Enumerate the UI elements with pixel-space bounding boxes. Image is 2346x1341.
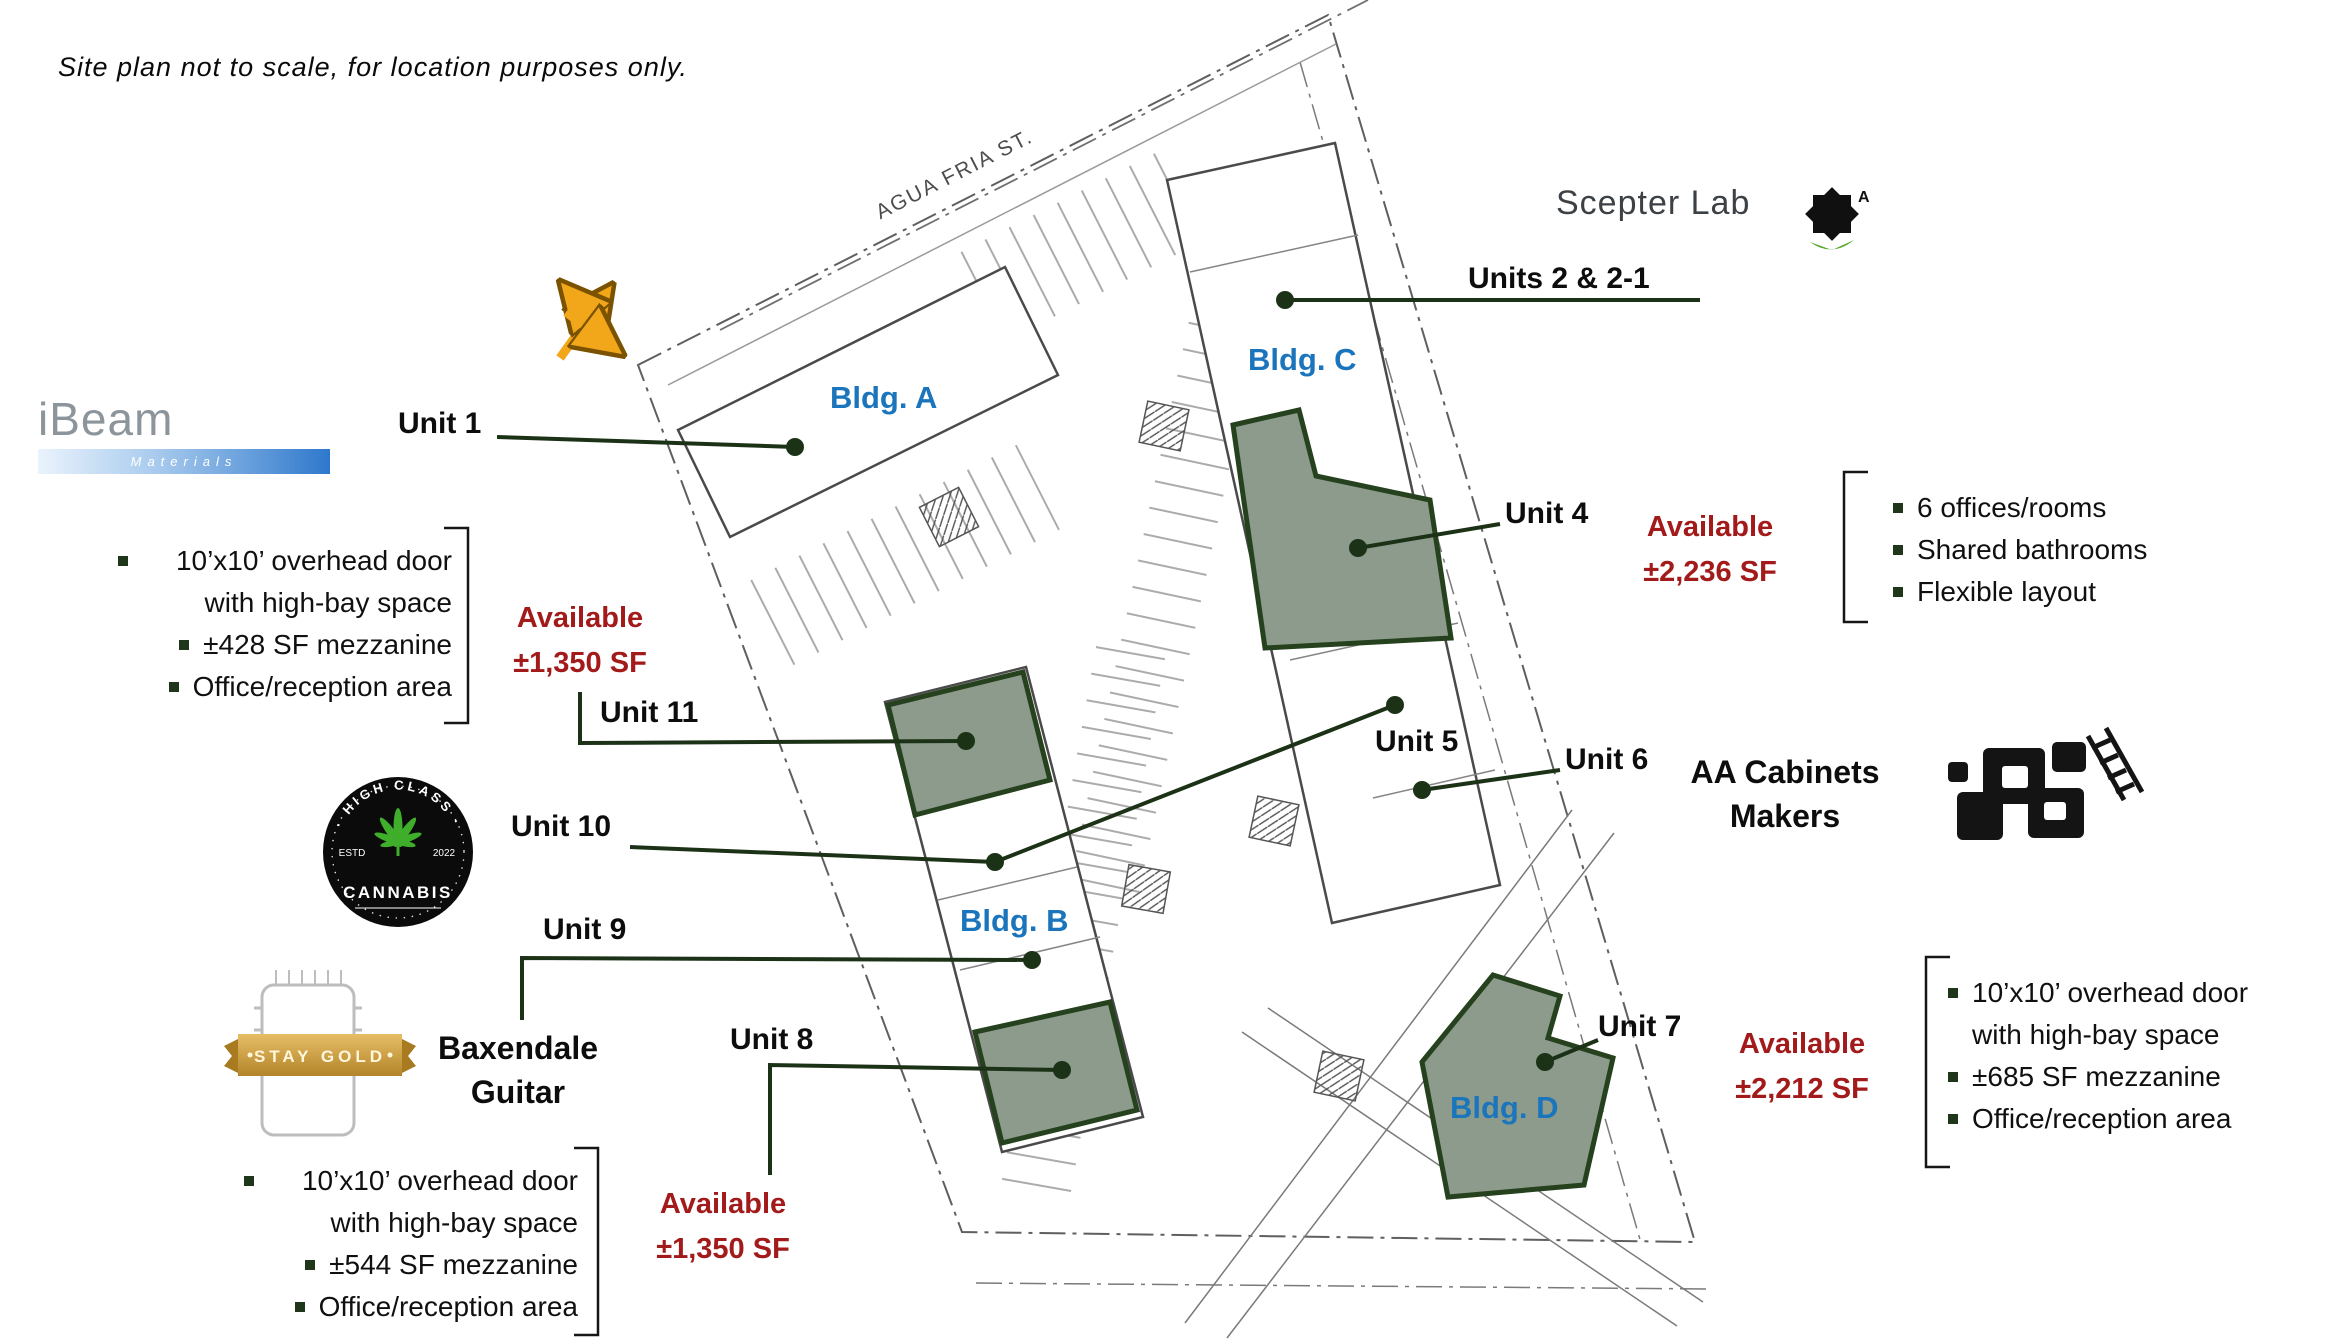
orange-arrows-icon <box>560 298 620 361</box>
leader-unit-9 <box>520 955 1033 1020</box>
cannabis-leaf-icon <box>374 808 422 856</box>
units-2-label: Units 2 & 2-1 <box>1468 262 1650 295</box>
leader-unit-4 <box>1357 522 1501 550</box>
feature-item: 10’x10’ overhead door with high-bay spac… <box>1948 972 2308 1056</box>
feature-item: 10’x10’ overhead door with high-bay spac… <box>92 540 452 624</box>
building-a-label: Bldg. A <box>830 380 938 415</box>
unit-9-label: Unit 9 <box>543 913 627 946</box>
scepter-a-letter: A <box>1858 189 1870 206</box>
building-a-outline <box>676 265 1060 539</box>
unit-8-features: 10’x10’ overhead door with high-bay spac… <box>218 1160 578 1328</box>
availability-unit-11: Available±1,350 SF <box>513 602 647 679</box>
feature-item: Office/reception area <box>1948 1098 2308 1140</box>
bracket-unit-7-list <box>1924 955 1950 1169</box>
unit-5-label: Unit 5 <box>1375 725 1459 758</box>
bullet-icon <box>1948 1114 1958 1124</box>
availability-unit-4: Available±2,236 SF <box>1643 511 1777 588</box>
leader-dots <box>786 291 1554 1079</box>
ibeam-name: iBeam <box>38 393 174 445</box>
guitar-strings <box>275 970 342 986</box>
bullet-icon <box>1893 503 1903 513</box>
bullet-icon <box>1893 587 1903 597</box>
unit-1-label: Unit 1 <box>398 407 482 440</box>
ibeam-logo: iBeam Materials <box>38 392 330 474</box>
scepter-lab-icon: A <box>1805 187 1870 250</box>
feature-item: ±544 SF mezzanine <box>218 1244 578 1286</box>
leader-unit-6 <box>1421 768 1561 792</box>
leader-unit-11 <box>578 692 967 746</box>
leader-unit-1 <box>496 435 796 449</box>
interior-unit-lines <box>937 234 1496 971</box>
feature-item: 6 offices/rooms <box>1893 487 2293 529</box>
cannabis-estd: ESTD <box>339 848 366 859</box>
bullet-icon <box>168 682 179 692</box>
unit-4-shaded <box>1230 407 1454 651</box>
ibeam-bar: Materials <box>38 449 330 474</box>
stay-gold-logo: STAY GOLD <box>224 970 416 1137</box>
building-c-label: Bldg. C <box>1248 342 1357 377</box>
feature-item: ±428 SF mezzanine <box>92 624 452 666</box>
bullet-icon <box>1893 545 1903 555</box>
bracket-unit-4-list <box>1842 470 1868 624</box>
bullet-icon <box>179 640 190 650</box>
unit-4-label: Unit 4 <box>1505 497 1589 530</box>
cannabis-year: 2022 <box>433 848 456 859</box>
ibeam-sub: Materials <box>130 454 238 469</box>
building-b-label: Bldg. B <box>960 903 1069 938</box>
stay-gold-banner-text: STAY GOLD <box>254 1047 386 1066</box>
feature-item: Flexible layout <box>1893 571 2293 613</box>
leader-unit-8 <box>768 1062 1063 1175</box>
bullet-icon <box>244 1176 254 1186</box>
availability-unit-7: Available±2,212 SF <box>1735 1028 1869 1105</box>
unit-11-features: 10’x10’ overhead door with high-bay spac… <box>92 540 452 708</box>
cannabis-name: CANNABIS <box>343 883 453 902</box>
scepter-lab-name: Scepter Lab <box>1556 184 1751 222</box>
leader-unit-10 <box>629 845 996 864</box>
building-d-label: Bldg. D <box>1450 1090 1559 1125</box>
leader-unit-7 <box>1544 1038 1599 1064</box>
ladder-icon <box>2085 726 2145 802</box>
bullet-icon <box>294 1302 305 1312</box>
unit-11-label: Unit 11 <box>600 696 699 729</box>
leader-lines <box>496 298 1700 1175</box>
unit-7-label: Unit 7 <box>1598 1010 1682 1043</box>
feature-item: 10’x10’ overhead door with high-bay spac… <box>218 1160 578 1244</box>
unit-8-label: Unit 8 <box>730 1023 814 1056</box>
cannabis-logo: · HIGH CLASS · ESTD 2022 CANNABIS <box>323 777 473 927</box>
bullet-icon <box>1948 988 1958 998</box>
aa-cabinets-icon <box>1948 726 2145 840</box>
list-brackets <box>444 470 1950 1337</box>
feature-item: Office/reception area <box>92 666 452 708</box>
disclaimer-note: Site plan not to scale, for location pur… <box>58 52 688 82</box>
unit-6-label: Unit 6 <box>1565 743 1649 776</box>
bracket-unit-8-list <box>574 1146 600 1337</box>
feature-item: ±685 SF mezzanine <box>1948 1056 2308 1098</box>
bullet-icon <box>305 1260 316 1270</box>
availability-unit-8: Available±1,350 SF <box>656 1188 790 1265</box>
leader-unit-5 <box>994 703 1396 864</box>
unit-10-label: Unit 10 <box>511 810 612 843</box>
unit-7-features: 10’x10’ overhead door with high-bay spac… <box>1948 972 2308 1140</box>
bracket-unit-11-list <box>444 526 470 725</box>
bullet-icon <box>1948 1072 1958 1082</box>
feature-item: Office/reception area <box>218 1286 578 1328</box>
hatched-squares <box>918 400 1365 1102</box>
building-d-shaded <box>1419 972 1616 1200</box>
feature-item: Shared bathrooms <box>1893 529 2293 571</box>
unit-4-features: 6 offices/rooms Shared bathrooms Flexibl… <box>1893 487 2293 613</box>
bullet-icon <box>118 556 128 566</box>
